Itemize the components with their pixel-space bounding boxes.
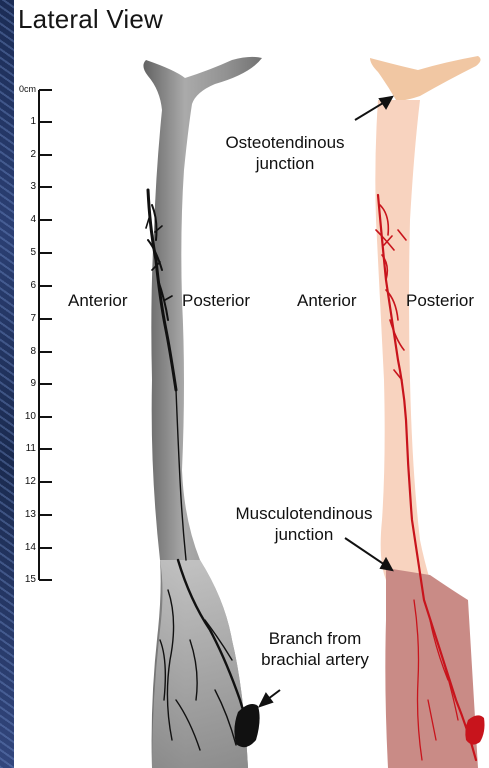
ruler-tick-label: 12: [22, 476, 36, 487]
label-anterior-right: Anterior: [297, 290, 357, 311]
label-line: junction: [210, 153, 360, 174]
label-line: brachial artery: [242, 649, 388, 670]
label-musculotendinous: Musculotendinous junction: [214, 503, 394, 546]
ruler-tick-label: 15: [22, 574, 36, 585]
ruler-tick-label: 3: [22, 181, 36, 192]
annotation-arrows: [260, 97, 392, 706]
ruler: [39, 90, 52, 580]
ruler-tick-label: 5: [22, 247, 36, 258]
label-line: junction: [214, 524, 394, 545]
ruler-tick-label: 1: [22, 116, 36, 127]
label-branch-brachial: Branch from brachial artery: [242, 628, 388, 671]
ruler-tick-label: 2: [22, 149, 36, 160]
ruler-tick-label: 6: [22, 280, 36, 291]
ruler-tick-label: 13: [22, 509, 36, 520]
label-posterior-left: Posterior: [182, 290, 250, 311]
ruler-tick-label: 4: [22, 214, 36, 225]
label-osteotendinous: Osteotendinous junction: [210, 132, 360, 175]
label-line: Branch from: [242, 628, 388, 649]
label-line: Osteotendinous: [210, 132, 360, 153]
ruler-tick-label: 7: [22, 313, 36, 324]
label-anterior-left: Anterior: [68, 290, 128, 311]
label-posterior-right: Posterior: [406, 290, 474, 311]
label-line: Musculotendinous: [214, 503, 394, 524]
ruler-tick-label: 0cm: [4, 84, 36, 94]
ruler-tick-label: 8: [22, 346, 36, 357]
ruler-tick-label: 10: [22, 411, 36, 422]
ruler-tick-label: 9: [22, 378, 36, 389]
ruler-tick-label: 14: [22, 542, 36, 553]
ruler-tick-label: 11: [22, 443, 36, 454]
